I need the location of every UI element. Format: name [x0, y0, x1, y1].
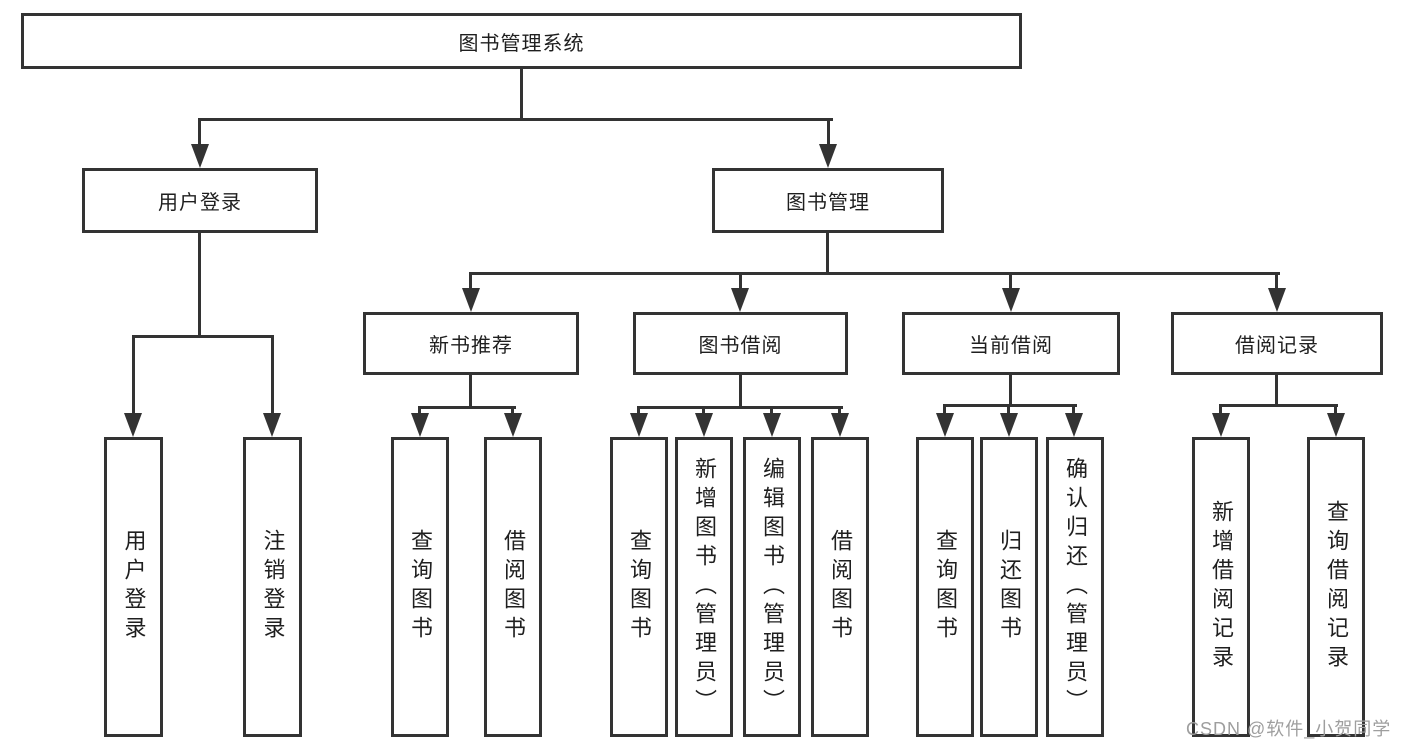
- arrow-down-icon: [1212, 413, 1230, 437]
- connector-line: [1275, 272, 1278, 292]
- connector-line: [511, 406, 514, 417]
- node-borrow-records: 借阅记录: [1171, 312, 1383, 375]
- connector-line: [198, 118, 201, 148]
- node-book-borrowing: 图书借阅: [633, 312, 848, 375]
- leaf-borrow-books: 借阅图书: [811, 437, 869, 737]
- leaf-add-book-admin: 新增图书（管理员）: [675, 437, 733, 737]
- connector-line: [198, 118, 833, 121]
- connector-line: [1072, 404, 1075, 417]
- arrow-down-icon: [1065, 413, 1083, 437]
- arrow-down-icon: [1268, 288, 1286, 312]
- arrow-down-icon: [124, 413, 142, 437]
- connector-line: [132, 335, 274, 338]
- arrow-down-icon: [831, 413, 849, 437]
- node-current-borrowing: 当前借阅: [902, 312, 1120, 375]
- connector-line: [827, 118, 830, 148]
- connector-line: [1007, 404, 1010, 417]
- connector-line: [739, 272, 742, 292]
- arrow-down-icon: [819, 144, 837, 168]
- arrow-down-icon: [411, 413, 429, 437]
- node-book-management: 图书管理: [712, 168, 944, 233]
- connector-line: [1275, 375, 1278, 406]
- connector-line: [770, 406, 773, 417]
- leaf-query-books-recommend: 查询图书: [391, 437, 449, 737]
- arrow-down-icon: [763, 413, 781, 437]
- leaf-query-borrow-record: 查询借阅记录: [1307, 437, 1365, 737]
- node-user-login: 用户登录: [82, 168, 318, 233]
- arrow-down-icon: [695, 413, 713, 437]
- leaf-query-books-borrowing: 查询图书: [610, 437, 668, 737]
- connector-line: [198, 233, 201, 337]
- watermark: CSDN @软件_小贺同学: [1186, 719, 1392, 739]
- leaf-return-book: 归还图书: [980, 437, 1038, 737]
- connector-line: [418, 406, 421, 417]
- leaf-logout: 注销登录: [243, 437, 302, 737]
- leaf-query-books-current: 查询图书: [916, 437, 974, 737]
- leaf-add-borrow-record: 新增借阅记录: [1192, 437, 1250, 737]
- connector-line: [469, 272, 1280, 275]
- arrow-down-icon: [731, 288, 749, 312]
- connector-line: [418, 406, 516, 409]
- connector-line: [702, 406, 705, 417]
- connector-line: [1009, 272, 1012, 292]
- connector-line: [469, 272, 472, 292]
- connector-line: [1009, 375, 1012, 406]
- connector-line: [943, 404, 946, 417]
- arrow-down-icon: [1327, 413, 1345, 437]
- connector-line: [739, 375, 742, 408]
- arrow-down-icon: [462, 288, 480, 312]
- connector-line: [838, 406, 841, 417]
- connector-line: [132, 335, 135, 417]
- connector-line: [1219, 404, 1338, 407]
- connector-line: [469, 375, 472, 408]
- arrow-down-icon: [1002, 288, 1020, 312]
- connector-line: [943, 404, 1077, 407]
- connector-line: [637, 406, 843, 409]
- node-library-system: 图书管理系统: [21, 13, 1022, 69]
- connector-line: [271, 335, 274, 417]
- arrow-down-icon: [630, 413, 648, 437]
- arrow-down-icon: [1000, 413, 1018, 437]
- connector-line: [637, 406, 640, 417]
- leaf-borrow-books-recommend: 借阅图书: [484, 437, 542, 737]
- arrow-down-icon: [263, 413, 281, 437]
- leaf-confirm-return-admin: 确认归还（管理员）: [1046, 437, 1104, 737]
- connector-line: [826, 233, 829, 275]
- node-new-book-recommend: 新书推荐: [363, 312, 579, 375]
- arrow-down-icon: [936, 413, 954, 437]
- leaf-edit-book-admin: 编辑图书（管理员）: [743, 437, 801, 737]
- connector-line: [1334, 404, 1337, 417]
- connector-line: [1219, 404, 1222, 417]
- arrow-down-icon: [191, 144, 209, 168]
- leaf-user-login: 用户登录: [104, 437, 163, 737]
- connector-line: [520, 69, 523, 120]
- arrow-down-icon: [504, 413, 522, 437]
